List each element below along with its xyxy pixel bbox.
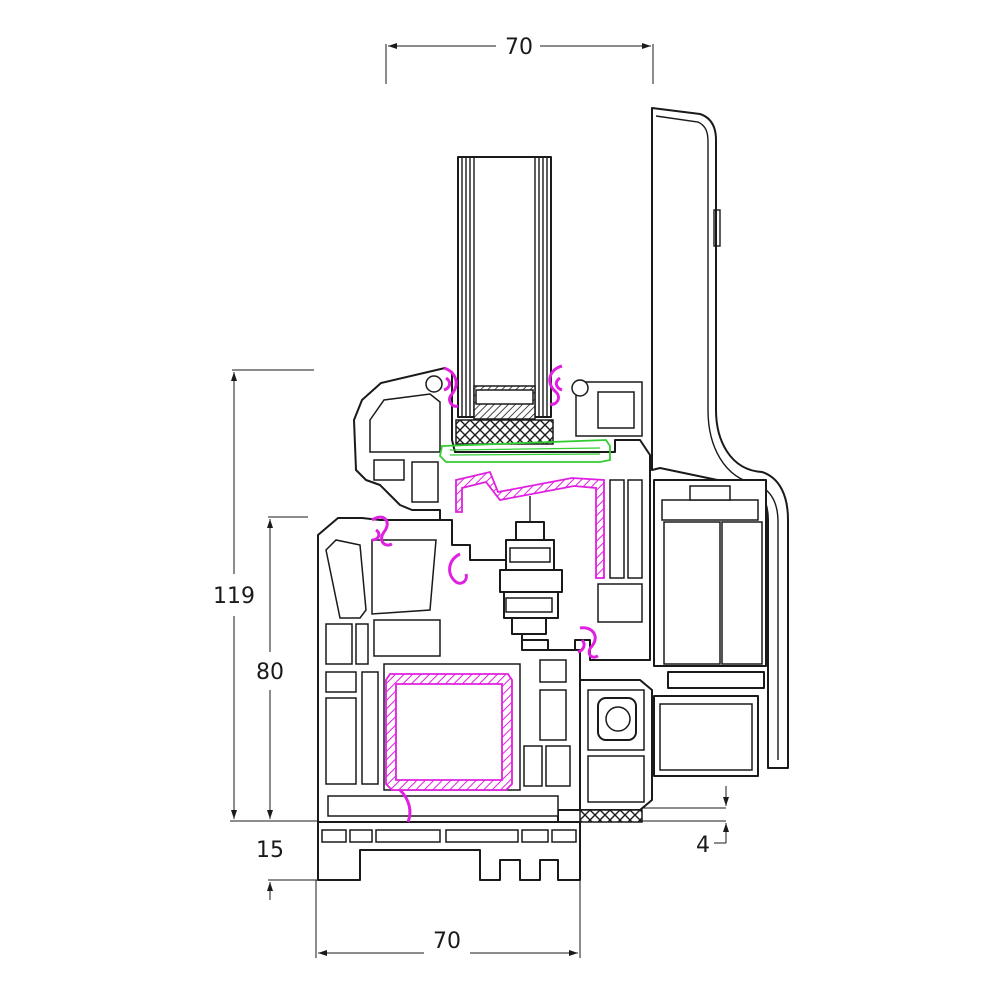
dimension-gap: 4 <box>640 786 729 858</box>
dimension-top-width: 70 <box>385 35 654 84</box>
steel-reinforcement-frame <box>385 673 513 791</box>
dimension-total-height: 119 <box>213 369 314 819</box>
exterior-cover-panel <box>651 107 789 769</box>
dimension-frame-height: 80 <box>256 516 308 819</box>
roller-shutter-box <box>653 479 767 777</box>
sash-profile <box>353 367 651 661</box>
hardware-locking-mechanism <box>499 496 563 635</box>
dim-label-frame-height: 80 <box>256 660 284 685</box>
dim-label-gap: 4 <box>696 833 710 858</box>
dimension-bottom-width: 70 <box>315 880 581 958</box>
glass-setting-block <box>455 419 554 445</box>
dim-label-bottom-offset: 15 <box>256 838 284 863</box>
steel-reinforcement-sash <box>455 470 605 579</box>
dim-label-total-height: 119 <box>213 584 255 609</box>
dim-label-top-width: 70 <box>505 35 533 60</box>
dim-label-bottom-width: 70 <box>433 929 461 954</box>
frame-extension-profile <box>579 679 653 811</box>
sill-connector <box>579 809 643 823</box>
dimension-bottom-offset: 15 <box>230 820 326 900</box>
gasket-seals <box>371 364 599 823</box>
glazing-unit <box>455 156 554 445</box>
glazing-bead-seal <box>439 439 611 463</box>
